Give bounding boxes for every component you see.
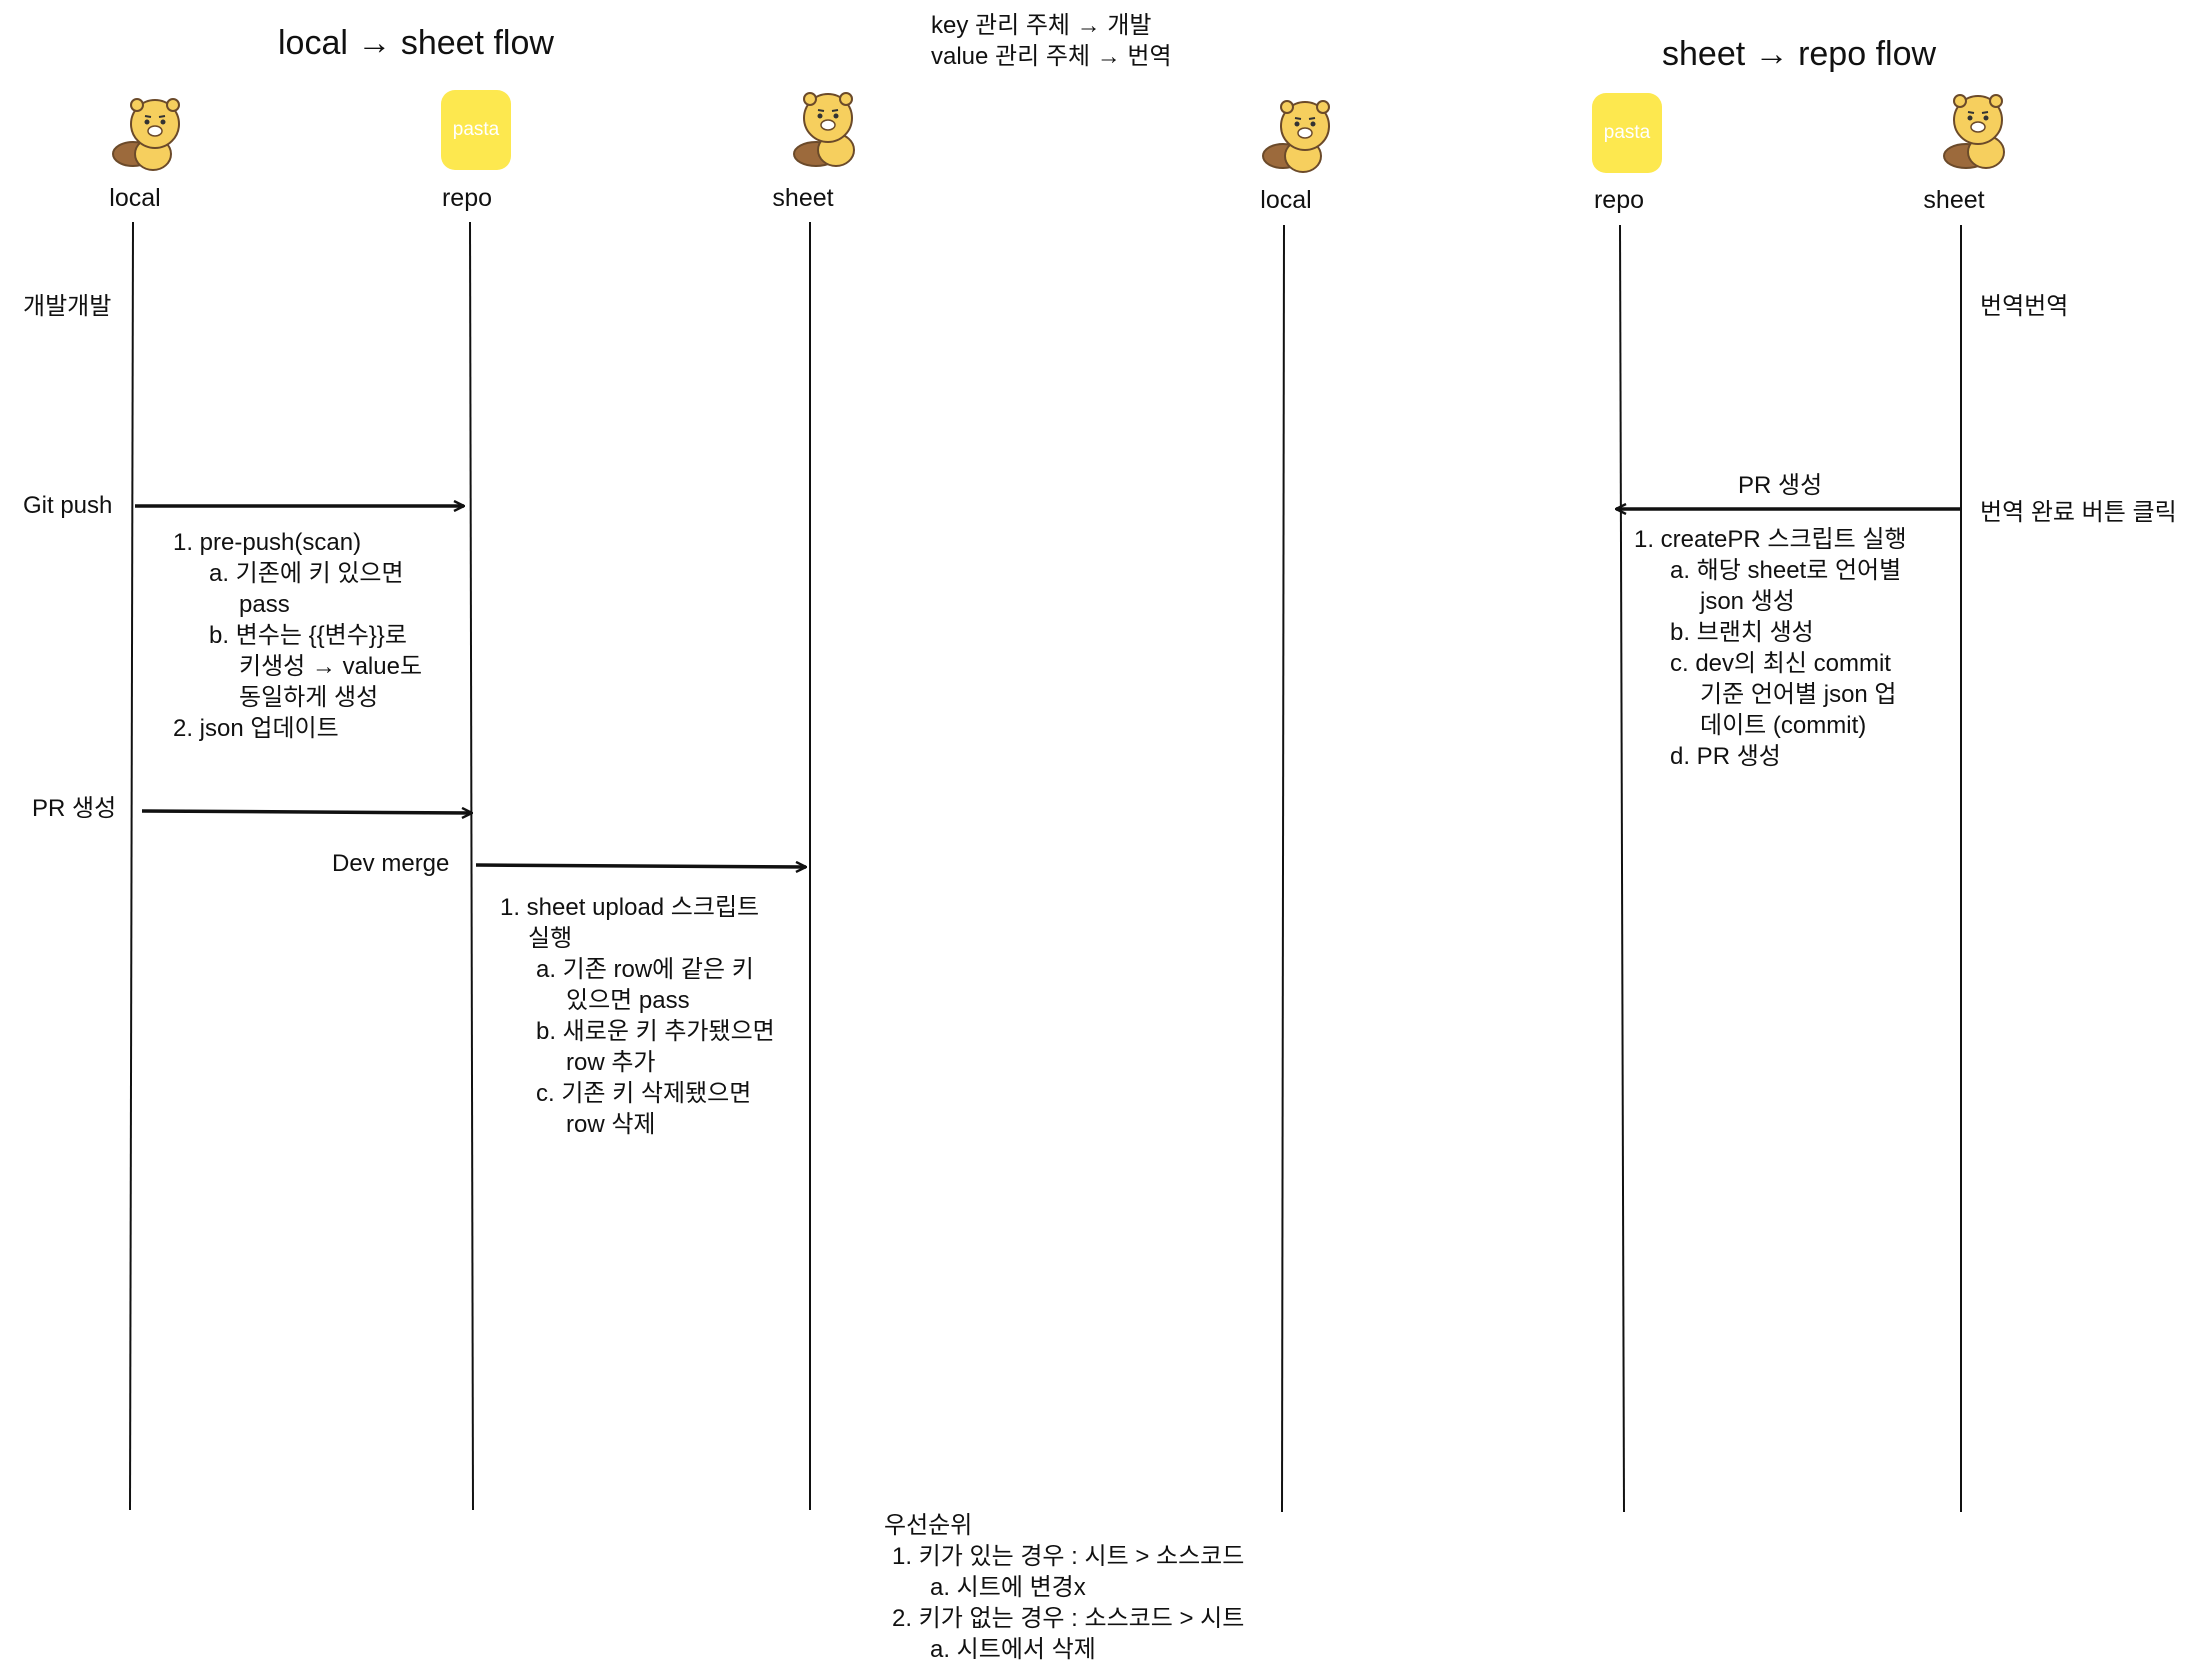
lion-character-icon bbox=[1255, 94, 1339, 178]
pr-create-label: PR 생성 bbox=[32, 795, 117, 822]
list-item: 1. 키가 있는 경우 : 시트 > 소스코드 bbox=[892, 1543, 1245, 1570]
list-item: d. PR 생성 bbox=[1670, 743, 1781, 770]
actor-label-local-right: local bbox=[1260, 186, 1312, 214]
list-item: json 생성 bbox=[1700, 588, 1795, 615]
list-item: 키생성 → value도 bbox=[239, 653, 423, 680]
priority-note: 우선순위 1. 키가 있는 경우 : 시트 > 소스코드 a. 시트에 변경x … bbox=[884, 1510, 1244, 1665]
complete-click-label: 번역 완료 버튼 클릭 bbox=[1980, 499, 2177, 526]
list-item: a. 시트에 변경x bbox=[930, 1574, 1086, 1601]
list-item: c. 기존 키 삭제됐으면 bbox=[536, 1080, 752, 1107]
list-item: b. 브랜치 생성 bbox=[1670, 619, 1814, 646]
list-item: 1. sheet upload 스크립트 bbox=[500, 894, 760, 921]
pr-create-right-label: PR 생성 bbox=[1738, 472, 1823, 499]
top-note: key 관리 주체 → 개발 value 관리 주체 → 번역 bbox=[931, 10, 1172, 72]
lion-character-icon bbox=[105, 92, 189, 176]
list-item: a. 시트에서 삭제 bbox=[930, 1636, 1096, 1663]
actor-label-repo-right: repo bbox=[1593, 186, 1645, 214]
lifeline-repo-left bbox=[469, 221, 474, 1511]
pasta-logo-icon: pasta bbox=[1592, 93, 1662, 173]
top-note-line2: value 관리 주체 → 번역 bbox=[931, 43, 1172, 70]
list-item: 1. pre-push(scan) bbox=[173, 529, 362, 556]
arrow-pr-create bbox=[141, 811, 472, 813]
actor-label-repo-left: repo bbox=[441, 184, 493, 212]
arrow-dev-merge bbox=[475, 865, 806, 867]
lifeline-local-left bbox=[129, 221, 134, 1511]
lion-character-icon bbox=[784, 88, 868, 172]
dev-merge-label: Dev merge bbox=[332, 850, 450, 877]
list-item: pass bbox=[239, 591, 290, 618]
list-item: 2. json 업데이트 bbox=[173, 715, 339, 742]
upload-list: 1. sheet upload 스크립트 실행 a. 기존 row에 같은 키 … bbox=[470, 892, 775, 1140]
lifeline-local-right bbox=[1281, 224, 1285, 1513]
lifeline-repo-right bbox=[1619, 224, 1625, 1513]
list-item: 2. 키가 없는 경우 : 소스코드 > 시트 bbox=[892, 1605, 1245, 1632]
actor-label-sheet-left: sheet bbox=[772, 184, 834, 212]
list-item: b. 변수는 {{변수}}로 bbox=[209, 622, 407, 649]
list-item: b. 새로운 키 추가됐으면 bbox=[536, 1018, 775, 1045]
list-item: a. 해당 sheet로 언어별 bbox=[1670, 557, 1902, 584]
list-item: c. dev의 최신 commit bbox=[1670, 650, 1891, 677]
right-flow-title: sheet → repo flow bbox=[1662, 35, 1937, 73]
git-push-label: Git push bbox=[23, 492, 113, 519]
list-item: 실행 bbox=[528, 925, 573, 952]
createpr-list: 1. createPR 스크립트 실행 a. 해당 sheet로 언어별 jso… bbox=[1604, 524, 1907, 772]
list-item: row 삭제 bbox=[566, 1111, 656, 1138]
top-note-line1: key 관리 주체 → 개발 bbox=[931, 12, 1152, 39]
actor-label-local-left: local bbox=[109, 184, 161, 212]
list-item: a. 기존 row에 같은 키 bbox=[536, 956, 754, 983]
lion-character-icon bbox=[1934, 90, 2018, 174]
list-item: 1. createPR 스크립트 실행 bbox=[1634, 526, 1907, 553]
list-item: 동일하게 생성 bbox=[239, 684, 379, 711]
pasta-logo-icon: pasta bbox=[441, 90, 511, 170]
list-item: 기준 언어별 json 업 bbox=[1700, 681, 1897, 708]
dev-label: 개발개발 bbox=[23, 293, 112, 320]
list-item: 데이트 (commit) bbox=[1700, 712, 1867, 739]
list-item: a. 기존에 키 있으면 bbox=[209, 560, 404, 587]
list-item: row 추가 bbox=[566, 1049, 656, 1076]
list-item: 있으면 pass bbox=[566, 987, 690, 1014]
actor-label-sheet-right: sheet bbox=[1923, 186, 1985, 214]
priority-title: 우선순위 bbox=[884, 1512, 973, 1539]
left-flow-title: local → sheet flow bbox=[278, 24, 554, 62]
prepush-list: 1. pre-push(scan) a. 기존에 키 있으면 pass b. 변… bbox=[143, 527, 422, 744]
translate-label: 번역번역 bbox=[1980, 293, 2069, 320]
